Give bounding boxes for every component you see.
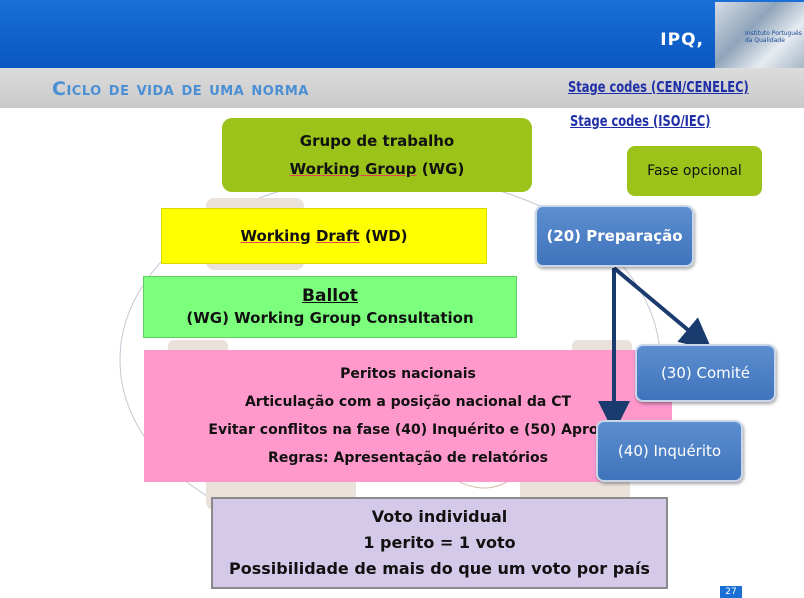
stage-codes-cen-link[interactable]: Stage codes (CEN/CENELEC) — [568, 78, 749, 96]
stage-20-label: (20) Preparação — [546, 227, 683, 245]
working-draft-abbr: (WD) — [359, 227, 408, 245]
ballot-title: Ballot — [302, 286, 358, 306]
corner-photo: Instituto Português da Qualidade — [715, 2, 804, 68]
ballot-subtitle: (WG) Working Group Consultation — [186, 309, 474, 327]
stage-40-inquerito[interactable]: (40) Inquérito — [596, 420, 743, 482]
working-draft-label: Working Draft (WD) — [240, 227, 407, 245]
stage-20-preparacao[interactable]: (20) Preparação — [535, 205, 694, 267]
optional-phase-label: Fase opcional — [647, 163, 742, 179]
header-banner — [0, 0, 804, 68]
working-group-line1: Grupo de trabalho — [299, 132, 455, 150]
stage-codes-iso-link[interactable]: Stage codes (ISO/IEC) — [570, 112, 711, 130]
stage-40-label: (40) Inquérito — [617, 442, 722, 460]
national-experts-line3: Evitar conflitos na fase (40) Inquérito … — [208, 422, 608, 438]
page-title: Ciclo de vida de uma norma — [52, 78, 309, 100]
national-experts-line2: Articulação com a posição nacional da CT — [244, 394, 572, 410]
working-group-box: Grupo de trabalho Working Group (WG) — [222, 118, 532, 192]
working-group-line2: Working Group (WG) — [290, 155, 465, 183]
individual-vote-line3: Possibilidade de mais do que um voto por… — [229, 559, 650, 578]
optional-phase-box: Fase opcional — [627, 146, 762, 196]
ipq-logo: IPQ, — [660, 30, 704, 50]
working-draft-box: Working Draft (WD) — [161, 208, 487, 264]
individual-vote-line2: 1 perito = 1 voto — [363, 533, 516, 552]
ipq-logo-text: IPQ — [660, 30, 697, 50]
arrow-to-comite — [612, 266, 713, 351]
individual-vote-title: Voto individual — [371, 507, 508, 526]
corner-photo-text: Instituto Português da Qualidade — [745, 30, 802, 44]
working-draft-term1: Working — [240, 227, 311, 245]
logo-mark-icon: , — [696, 30, 704, 50]
individual-vote-box: Voto individual 1 perito = 1 voto Possib… — [211, 497, 668, 589]
working-group-abbr: (WG) — [416, 160, 465, 178]
page-number: 27 — [720, 586, 742, 598]
working-group-term: Working Group — [289, 160, 417, 178]
national-experts-line4: Regras: Apresentação de relatórios — [268, 450, 548, 466]
title-bar — [0, 68, 804, 108]
working-draft-term2: Draft — [315, 227, 360, 245]
national-experts-title: Peritos nacionais — [340, 366, 476, 382]
national-experts-box: Peritos nacionais Articulação com a posi… — [144, 350, 672, 482]
stage-30-label: (30) Comité — [660, 364, 751, 382]
ballot-box: Ballot (WG) Working Group Consultation — [143, 276, 517, 338]
stage-30-comite[interactable]: (30) Comité — [635, 344, 776, 402]
